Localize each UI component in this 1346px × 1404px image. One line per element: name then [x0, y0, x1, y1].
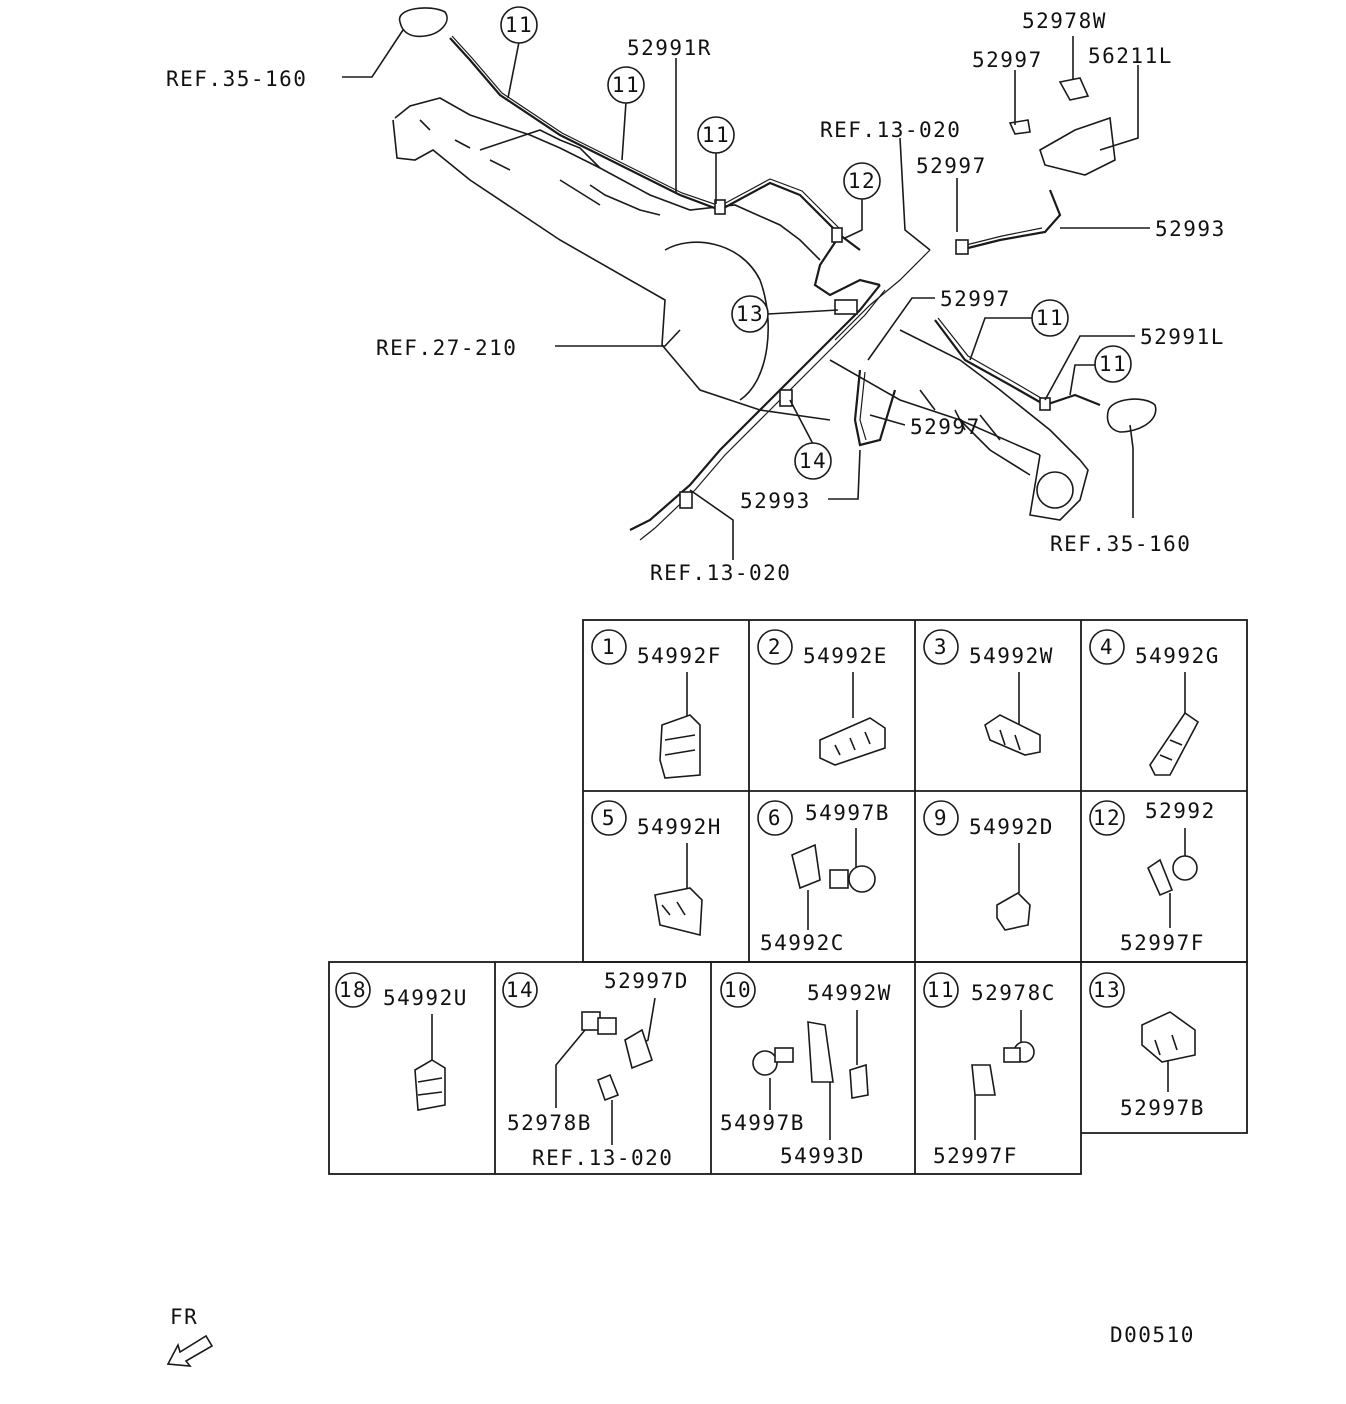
- svg-text:54992E: 54992E: [803, 644, 888, 668]
- callout-11-b: 11: [607, 66, 645, 104]
- svg-text:14: 14: [506, 978, 534, 1002]
- svg-text:2: 2: [768, 635, 782, 659]
- label-52991R: 52991R: [627, 36, 712, 60]
- cell-3: 3 54992W: [923, 629, 1054, 756]
- svg-text:52978B: 52978B: [507, 1111, 592, 1135]
- parts-table: 1 54992F 2 54992E 3 54992W 4 54992G: [328, 619, 1248, 1175]
- label-ref-13-020-bottom: REF.13-020: [650, 561, 791, 585]
- callout-14: 14: [794, 442, 832, 480]
- svg-text:54997B: 54997B: [805, 801, 890, 825]
- label-52993-bottom: 52993: [740, 489, 811, 513]
- axle-assembly-drawing: [392, 7, 1157, 541]
- svg-text:54992G: 54992G: [1135, 644, 1220, 668]
- svg-text:11: 11: [702, 123, 730, 147]
- label-ref-35-160-left: REF.35-160: [166, 67, 307, 91]
- callout-11-e: 11: [1094, 345, 1132, 383]
- label-52997-d: 52997: [910, 415, 981, 439]
- svg-text:11: 11: [505, 13, 533, 37]
- cell-4: 4 54992G: [1089, 629, 1220, 776]
- svg-text:1: 1: [602, 635, 616, 659]
- svg-text:54992W: 54992W: [969, 644, 1054, 668]
- label-52997-c: 52997: [940, 287, 1011, 311]
- cell-1: 1 54992F: [591, 629, 722, 779]
- cell-2: 2 54992E: [757, 629, 888, 766]
- svg-text:6: 6: [768, 806, 782, 830]
- label-ref-35-160-right: REF.35-160: [1050, 532, 1191, 556]
- svg-text:12: 12: [1093, 806, 1121, 830]
- svg-text:54992C: 54992C: [760, 931, 845, 955]
- svg-text:54992H: 54992H: [637, 815, 722, 839]
- svg-text:14: 14: [799, 449, 827, 473]
- svg-text:52997F: 52997F: [933, 1144, 1018, 1168]
- front-direction-indicator: FR: [166, 1305, 214, 1367]
- label-ref-27-210: REF.27-210: [376, 336, 517, 360]
- svg-text:11: 11: [1099, 352, 1127, 376]
- diagram-code: D00510: [1110, 1323, 1195, 1347]
- svg-text:13: 13: [736, 302, 764, 326]
- label-52978W: 52978W: [1022, 9, 1107, 33]
- label-56211L: 56211L: [1088, 44, 1173, 68]
- leader-lines: [342, 29, 1150, 560]
- svg-text:52992: 52992: [1145, 799, 1216, 823]
- callout-11-d: 11: [1031, 299, 1069, 337]
- svg-text:54992D: 54992D: [969, 815, 1054, 839]
- cell-11: 11 52978C 52997F: [923, 972, 1056, 1168]
- cell-10: 10 54992W 54997B 54993D: [720, 972, 892, 1168]
- svg-text:18: 18: [339, 978, 367, 1002]
- label-ref-13-020-top: REF.13-020: [820, 118, 961, 142]
- label-52993-right: 52993: [1155, 217, 1226, 241]
- label-52997-a: 52997: [972, 48, 1043, 72]
- label-52997-b: 52997: [916, 154, 987, 178]
- svg-text:11: 11: [927, 978, 955, 1002]
- svg-text:3: 3: [934, 635, 948, 659]
- cell-18: 18 54992U: [335, 972, 468, 1111]
- callout-13: 13: [731, 295, 769, 333]
- callout-11-a: 11: [500, 6, 538, 44]
- svg-text:52997B: 52997B: [1120, 1096, 1205, 1120]
- svg-text:54992W: 54992W: [807, 981, 892, 1005]
- part-labels: REF.35-160 52991R 52978W 52997 56211L RE…: [166, 9, 1226, 585]
- svg-text:11: 11: [612, 73, 640, 97]
- fr-label: FR: [170, 1305, 198, 1329]
- svg-text:54992F: 54992F: [637, 644, 722, 668]
- svg-text:52997F: 52997F: [1120, 931, 1205, 955]
- callout-12: 12: [843, 162, 881, 200]
- callout-11-c: 11: [697, 116, 735, 154]
- cell-13: 13 52997B: [1089, 972, 1205, 1120]
- cell-12: 12 52992 52997F: [1089, 799, 1216, 955]
- cell-6: 6 54997B 54992C: [757, 800, 890, 955]
- svg-text:54993D: 54993D: [780, 1144, 865, 1168]
- svg-text:REF.13-020: REF.13-020: [532, 1146, 673, 1170]
- svg-text:13: 13: [1093, 978, 1121, 1002]
- svg-text:12: 12: [848, 169, 876, 193]
- cell-5: 5 54992H: [591, 800, 722, 937]
- svg-text:52997D: 52997D: [604, 969, 689, 993]
- fr-arrow-icon: [166, 1334, 214, 1367]
- svg-text:5: 5: [602, 806, 616, 830]
- svg-text:52978C: 52978C: [971, 981, 1056, 1005]
- svg-text:10: 10: [724, 978, 752, 1002]
- svg-text:54997B: 54997B: [720, 1111, 805, 1135]
- svg-text:11: 11: [1036, 306, 1064, 330]
- cell-9: 9 54992D: [923, 800, 1054, 931]
- cell-14: 14 52997D 52978B REF.13-020: [502, 969, 689, 1170]
- svg-text:54992U: 54992U: [383, 986, 468, 1010]
- svg-text:9: 9: [934, 806, 948, 830]
- label-52991L: 52991L: [1140, 325, 1225, 349]
- callout-circles: 11 11 11 12 13 11 11 14: [500, 6, 1132, 480]
- svg-text:4: 4: [1100, 635, 1114, 659]
